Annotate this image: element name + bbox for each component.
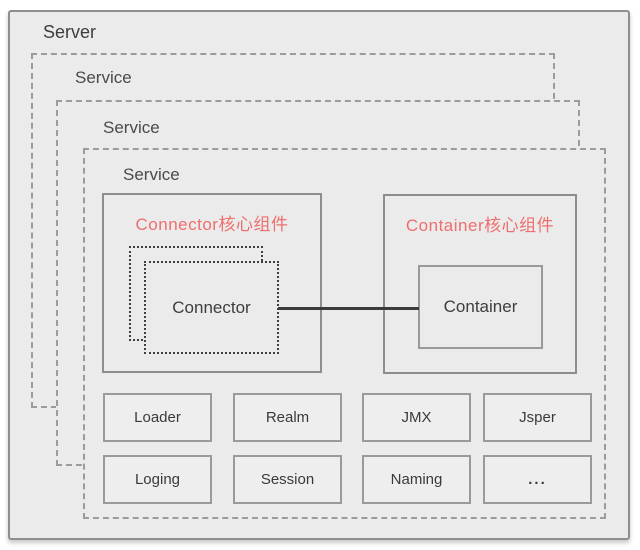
- component-box-jsper: Jsper: [483, 393, 592, 442]
- service-label-1: Service: [75, 68, 132, 87]
- component-box-loging: Loging: [103, 455, 212, 504]
- container-node: Container: [418, 265, 543, 349]
- component-box-session: Session: [233, 455, 342, 504]
- container-core-group: Container核心组件 Container: [383, 194, 577, 374]
- connector-container-link: [278, 307, 419, 310]
- service-label-2: Service: [103, 118, 160, 137]
- server-label: Server: [43, 22, 97, 42]
- component-box-loader: Loader: [103, 393, 212, 442]
- service-label-3: Service: [123, 165, 180, 184]
- connector-core-group: Connector核心组件 Connector: [102, 193, 322, 373]
- component-box-realm: Realm: [233, 393, 342, 442]
- component-box-jmx: JMX: [362, 393, 471, 442]
- component-box-naming: Naming: [362, 455, 471, 504]
- connector-core-title: Connector核心组件: [135, 215, 289, 234]
- component-box-more: ...: [483, 455, 592, 504]
- connector-node-label: Connector: [172, 297, 251, 317]
- connector-node: Connector: [144, 261, 279, 354]
- container-core-title: Container核心组件: [405, 216, 555, 235]
- service-box-3: Service Connector核心组件 Connector Containe…: [83, 148, 606, 519]
- container-node-label: Container: [443, 297, 518, 316]
